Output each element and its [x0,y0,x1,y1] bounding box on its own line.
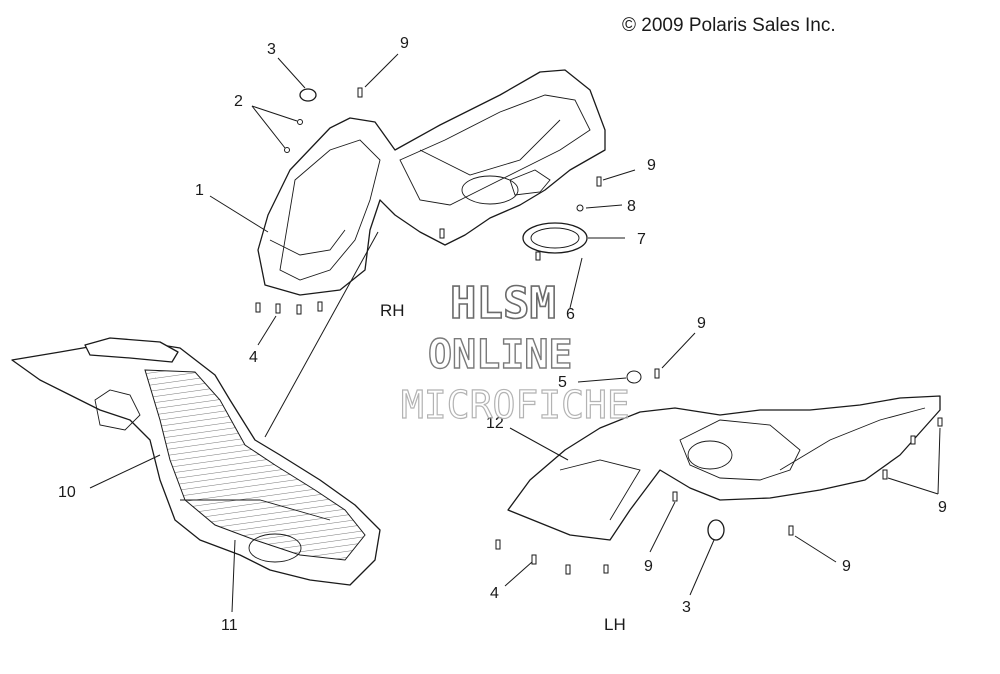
grommet-5 [626,370,642,384]
watermark-line2: ONLINE [428,332,573,378]
watermark-line3: MICROFICHE [401,383,630,427]
callout-9-center: 9 [697,315,706,332]
callout-6: 6 [566,306,575,323]
grommet-lower [707,519,725,541]
lh-label: LH [604,615,626,634]
rh-floor-panel [11,337,381,586]
leader-lines [89,53,941,613]
callout-4-rh: 4 [249,349,258,366]
grommet-ring [522,222,588,254]
rh-label: RH [380,301,405,320]
callout-9-lh-bottom: 9 [644,558,653,575]
callout-3-upper: 3 [267,41,276,58]
callout-5: 5 [558,374,567,391]
lh-fender-assembly [507,395,941,541]
callouts: 1 2 3 3 4 4 5 6 7 8 9 9 9 9 9 9 10 11 12 [58,35,947,634]
callout-2: 2 [234,93,243,110]
callout-3-lower: 3 [682,599,691,616]
callout-7: 7 [637,231,646,248]
fasteners [255,87,943,575]
watermark: HLSM ONLINE MICROFICHE [400,277,630,427]
callout-9-right-upper: 9 [647,157,656,174]
callout-11: 11 [221,617,238,634]
rh-fender-assembly [257,69,606,296]
grommet-upper [299,88,317,102]
callout-9-right-lower: 9 [938,499,947,516]
callout-8: 8 [627,198,636,215]
callout-12: 12 [486,415,504,432]
callout-10: 10 [58,484,76,501]
copyright-text: © 2009 Polaris Sales Inc. [622,15,836,36]
watermark-line1: HLSM [450,278,556,329]
callout-1: 1 [195,182,204,199]
callout-4-lh: 4 [490,585,499,602]
callout-9-top: 9 [400,35,409,52]
callout-9-lh-right: 9 [842,558,851,575]
